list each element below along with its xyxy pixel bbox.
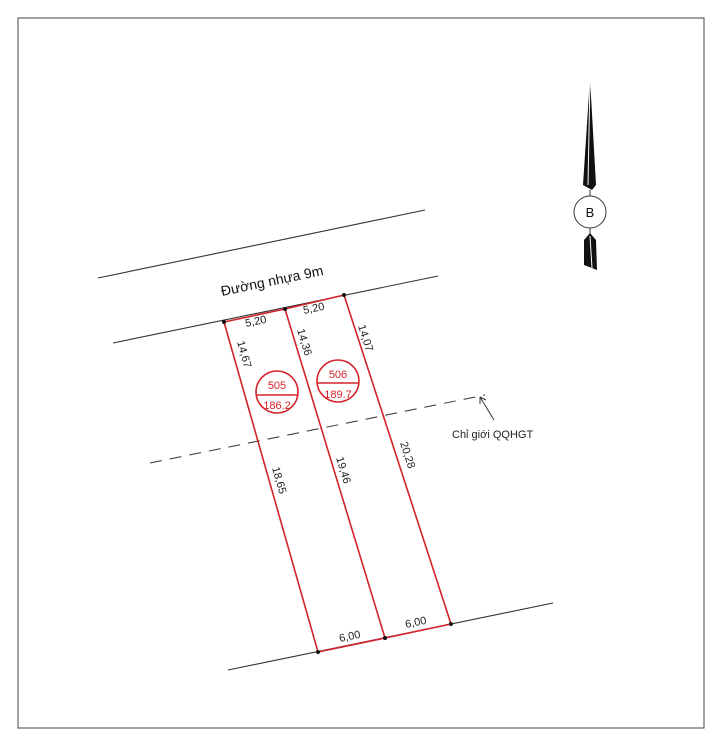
- lot-505-number: 505: [268, 380, 286, 392]
- road-edge-top: [97, 209, 426, 279]
- boundary-label: Chỉ giới QQHGT: [452, 429, 533, 441]
- north-arrow-icon: B: [573, 77, 607, 270]
- traffic-boundary-line: [149, 394, 486, 464]
- frame-border: [17, 17, 705, 729]
- parcel-505-left-edge: [223, 321, 319, 653]
- dim-top-505: 5,20: [244, 314, 267, 330]
- north-label: B: [586, 205, 595, 220]
- road-label: Đường nhựa 9m: [219, 262, 324, 299]
- lot-505-area: 186.2: [263, 400, 291, 412]
- dim-mid-back: 19,46: [333, 455, 353, 485]
- boundary-leader: [479, 396, 495, 421]
- lot-506-label: 506 189.7: [316, 359, 360, 403]
- parcel-shared-edge: [284, 308, 386, 639]
- dim-mid-front: 14,36: [294, 327, 314, 357]
- road-edge-bottom: [112, 275, 439, 344]
- dim-top-506: 5,20: [302, 301, 325, 317]
- dim-bottom-506: 6,00: [404, 615, 427, 631]
- arrow-icon: [479, 396, 487, 404]
- lot-506-area: 189.7: [324, 389, 352, 401]
- dim-bottom-505: 6,00: [338, 629, 361, 645]
- lot-505-label: 505 186.2: [255, 370, 299, 414]
- parcel-506-right-edge: [343, 294, 452, 625]
- lot-506-number: 506: [329, 369, 347, 381]
